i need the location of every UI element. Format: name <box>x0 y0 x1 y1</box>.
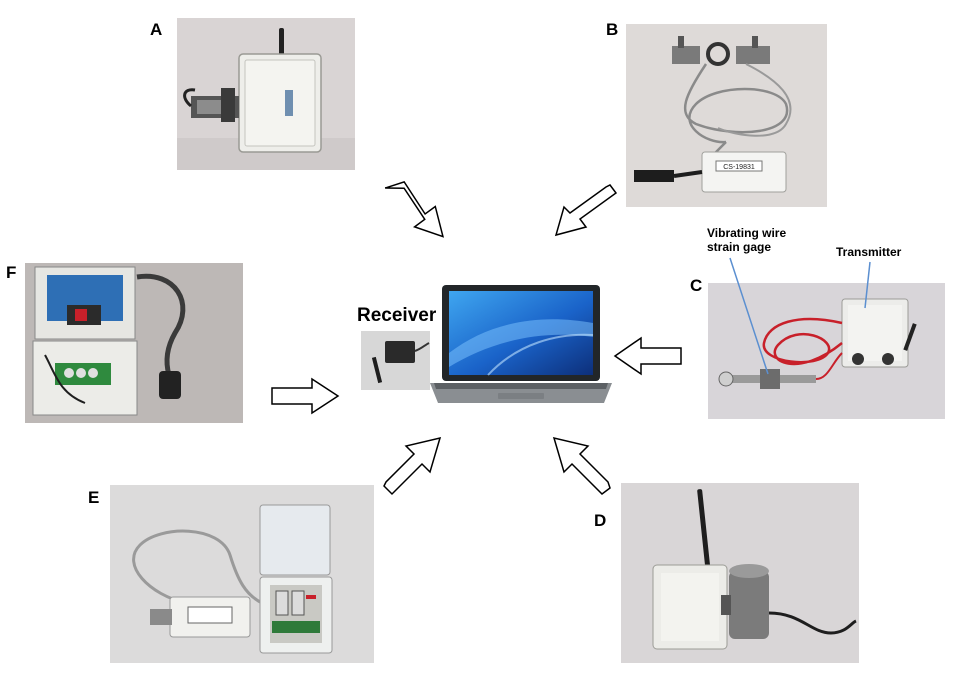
panel-d-letter: D <box>594 511 607 530</box>
panel-b-photo: CS-19831 <box>626 24 827 207</box>
arrow-f-to-laptop <box>271 377 340 415</box>
receiver-label: Receiver <box>357 305 437 326</box>
panel-b-letter: B <box>606 20 619 39</box>
panel-c-transmitter-callout: Transmitter <box>836 245 902 259</box>
panel-b-box-label: CS-19831 <box>723 164 755 171</box>
panel-e-letter: E <box>88 488 100 507</box>
arrow-b-to-laptop <box>554 184 618 237</box>
panel-e-photo <box>110 485 374 663</box>
panel-c-callout-lines <box>729 257 871 375</box>
arrow-a-to-laptop <box>384 180 445 238</box>
arrow-c-to-laptop <box>613 336 682 376</box>
panel-f-letter: F <box>6 263 17 282</box>
receiver-photo <box>361 331 430 390</box>
laptop <box>428 283 614 408</box>
panel-c-letter: C <box>690 276 703 295</box>
panel-c-photo <box>708 283 945 419</box>
arrow-d-to-laptop <box>552 436 611 495</box>
panel-f-photo <box>25 263 243 423</box>
arrow-e-to-laptop <box>383 436 442 496</box>
panel-a-photo <box>177 18 355 170</box>
panel-a-letter: A <box>150 20 163 39</box>
panel-c-gage-callout: Vibrating wire strain gage <box>707 226 787 254</box>
panel-d-photo <box>621 483 859 663</box>
